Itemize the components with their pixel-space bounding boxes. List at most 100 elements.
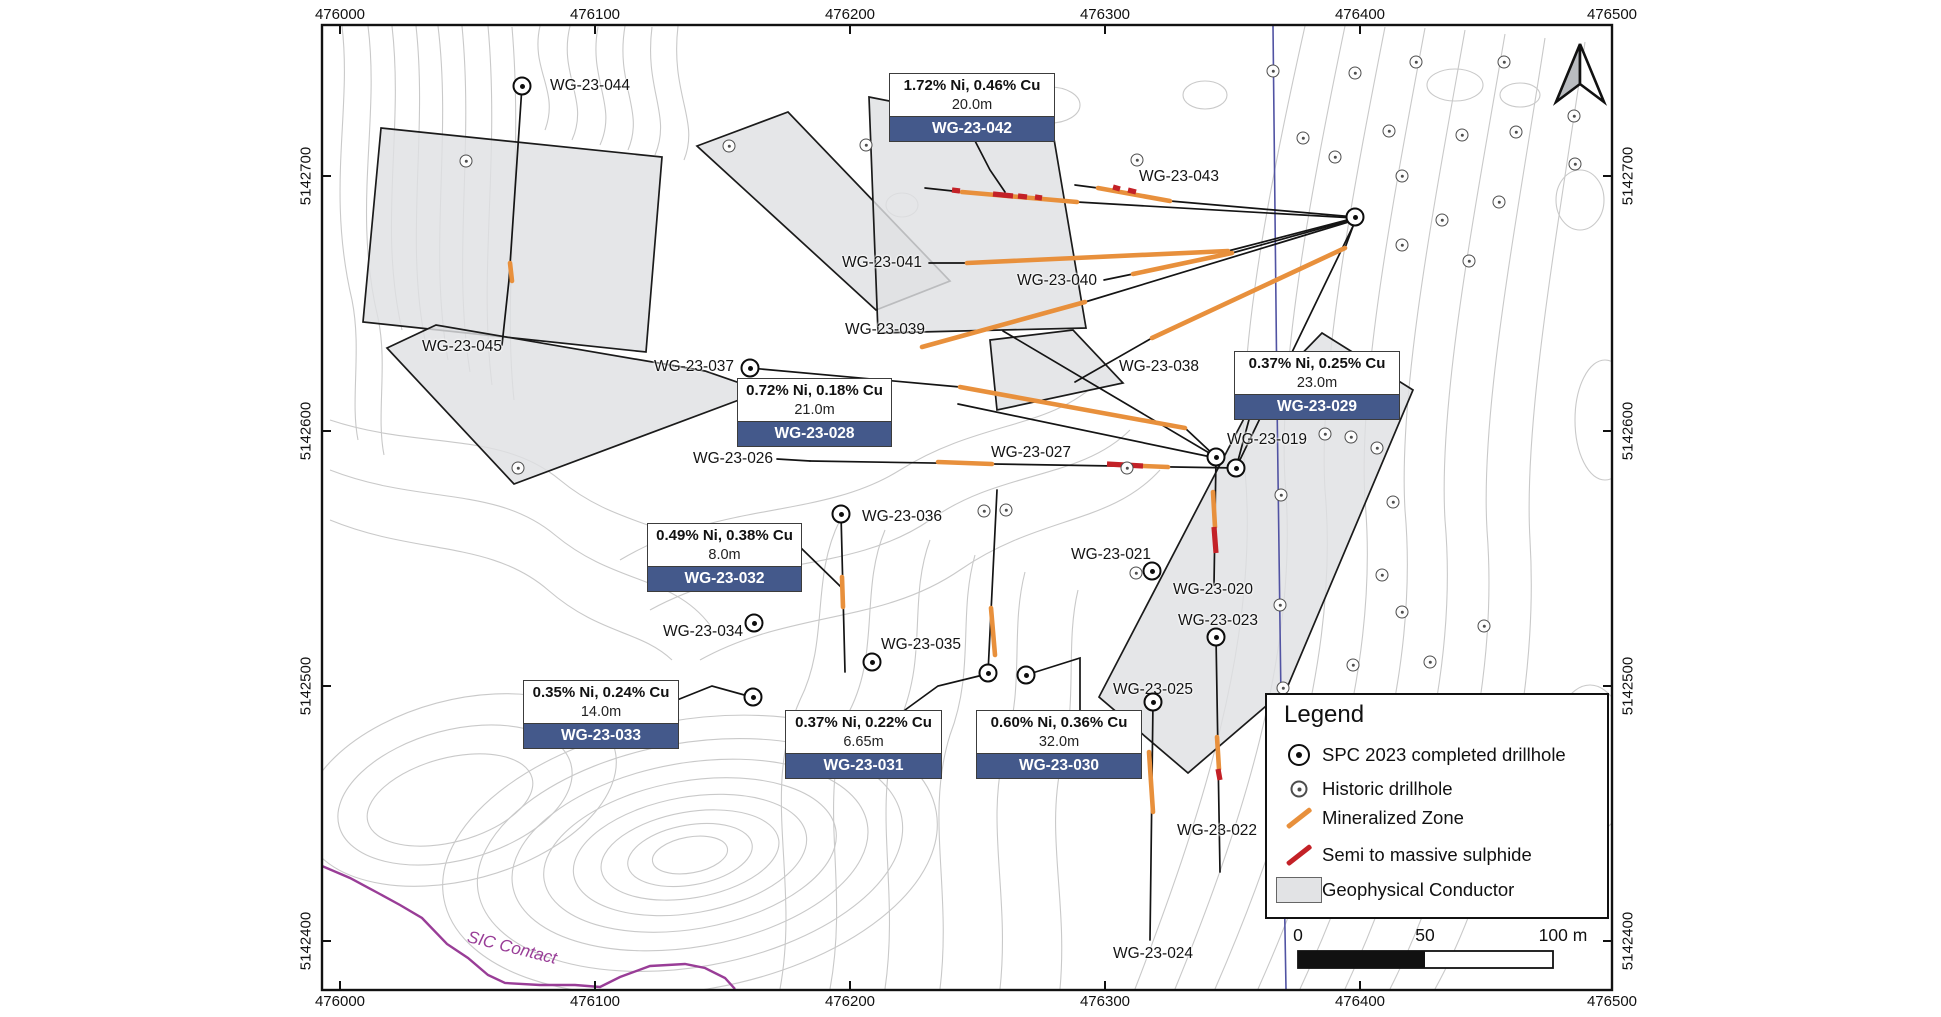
drillhole-label: WG-23-022 xyxy=(1176,822,1258,839)
callout-interval-text: 20.0m xyxy=(951,97,993,113)
drillhole-label: WG-23-026 xyxy=(692,450,774,467)
spc-drillhole-marker xyxy=(743,687,763,707)
callout-hole-name: WG-23-033 xyxy=(524,723,678,748)
callout-interval-text: 6.65m xyxy=(843,734,884,750)
historic-drillhole-marker xyxy=(1375,568,1389,582)
legend-title: Legend xyxy=(1284,701,1365,728)
axis-tick-label: 5142700 xyxy=(1619,146,1637,206)
axis-tick-label: 476400 xyxy=(1334,993,1386,1010)
drillhole-label: WG-23-045 xyxy=(421,338,503,355)
spc-drillhole-marker xyxy=(1226,458,1246,478)
spc-drillhole-marker xyxy=(1206,627,1226,647)
north-arrow-icon xyxy=(1552,43,1608,106)
historic-drillhole-marker xyxy=(1348,66,1362,80)
drillhole-label: WG-23-037 xyxy=(653,358,735,375)
scale-bar-label: 50 xyxy=(1415,925,1435,945)
historic-drillhole-glyph xyxy=(1290,780,1308,798)
callout-hole-name: WG-23-028 xyxy=(738,421,891,446)
axis-tick-marks xyxy=(322,25,1613,990)
drillhole-label: WG-23-040 xyxy=(1016,272,1098,289)
callout-assay-text: 0.35% Ni, 0.24% Cu xyxy=(532,684,670,701)
historic-drillhole-marker xyxy=(999,503,1013,517)
legend-item: Mineralized Zone xyxy=(1267,803,1607,833)
historic-drillhole-marker xyxy=(1382,124,1396,138)
spc-drillhole-marker xyxy=(740,358,760,378)
historic-drillhole-marker xyxy=(1497,55,1511,69)
legend-item: Semi to massive sulphide xyxy=(1267,840,1607,870)
drillhole-label: WG-23-035 xyxy=(880,636,962,653)
spc-drillhole-marker xyxy=(1142,561,1162,581)
spc-drillhole-marker xyxy=(512,76,532,96)
axis-tick-label: 476100 xyxy=(569,993,621,1010)
axis-tick-label: 476500 xyxy=(1586,993,1638,1010)
axis-tick-label: 476300 xyxy=(1079,993,1131,1010)
drillhole-label: WG-23-039 xyxy=(844,321,926,338)
drillhole-label: WG-23-024 xyxy=(1112,945,1194,962)
callout-hole-name: WG-23-031 xyxy=(786,753,941,778)
callout-interval-text: 23.0m xyxy=(1296,375,1338,391)
historic-drillhole-marker xyxy=(1266,64,1280,78)
axis-tick-label: 476500 xyxy=(1586,6,1638,23)
historic-drillhole-marker xyxy=(459,154,473,168)
historic-drillhole-marker xyxy=(1273,598,1287,612)
axis-tick-label: 476100 xyxy=(569,6,621,23)
sulphide-slash-glyph xyxy=(1285,843,1313,867)
conductor-swatch-icon xyxy=(1276,875,1322,905)
legend-item: Geophysical Conductor xyxy=(1267,875,1607,905)
drillhole-label: WG-23-034 xyxy=(662,623,744,640)
callout-assay-text: 0.72% Ni, 0.18% Cu xyxy=(746,382,883,399)
axis-tick-label: 5142400 xyxy=(1619,911,1637,971)
drillhole-label: WG-23-041 xyxy=(841,254,923,271)
spc-drillhole-icon xyxy=(1281,740,1317,770)
spc-drillhole-marker xyxy=(1143,692,1163,712)
historic-drillhole-marker xyxy=(1129,566,1143,580)
callout-assay-text: 1.72% Ni, 0.46% Cu xyxy=(903,77,1041,94)
callout-assay-text: 0.60% Ni, 0.36% Cu xyxy=(990,714,1128,731)
historic-drillhole-marker xyxy=(511,461,525,475)
historic-drillhole-marker xyxy=(1395,605,1409,619)
historic-drillhole-marker xyxy=(1274,488,1288,502)
axis-tick-label: 5142600 xyxy=(297,401,315,461)
drillhole-label: WG-23-044 xyxy=(549,77,631,94)
callout-assay-text: 0.37% Ni, 0.25% Cu xyxy=(1248,355,1386,372)
historic-drillhole-marker xyxy=(859,138,873,152)
drillhole-label: WG-23-020 xyxy=(1172,581,1254,598)
axis-tick-label: 476200 xyxy=(824,6,876,23)
historic-drillhole-marker xyxy=(1409,55,1423,69)
historic-drillhole-marker xyxy=(1370,441,1384,455)
historic-drillhole-marker xyxy=(1567,109,1581,123)
axis-tick-label: 5142500 xyxy=(297,656,315,716)
historic-drillhole-icon xyxy=(1281,774,1317,804)
spc-drillhole-marker xyxy=(744,613,764,633)
callout-interval-text: 8.0m xyxy=(708,547,741,563)
drillhole-label: WG-23-021 xyxy=(1070,546,1152,563)
mineralized-zone-segments xyxy=(507,185,1348,815)
spc-drillhole-marker xyxy=(1345,207,1365,227)
historic-drillhole-marker xyxy=(1120,461,1134,475)
historic-drillhole-marker xyxy=(1455,128,1469,142)
historic-drillhole-marker xyxy=(1386,495,1400,509)
callout-hole-name: WG-23-030 xyxy=(977,753,1141,778)
sulphide-icon xyxy=(1281,840,1317,870)
historic-drillhole-marker xyxy=(1344,430,1358,444)
historic-drillhole-marker xyxy=(722,139,736,153)
spc-drillhole-marker xyxy=(1206,447,1226,467)
callout-assay-text: 0.49% Ni, 0.38% Cu xyxy=(656,527,793,544)
legend-item-label: Geophysical Conductor xyxy=(1322,879,1515,900)
drillhole-label: WG-23-043 xyxy=(1138,168,1220,185)
drillhole-label: WG-23-019 xyxy=(1226,431,1308,448)
legend-item: SPC 2023 completed drillhole xyxy=(1267,740,1607,770)
historic-drillhole-marker xyxy=(1395,169,1409,183)
historic-drillhole-marker xyxy=(1423,655,1437,669)
historic-drillhole-marker xyxy=(1568,157,1582,171)
historic-drillhole-marker xyxy=(1318,427,1332,441)
historic-drillhole-marker xyxy=(1328,150,1342,164)
spc-drillhole-glyph xyxy=(1288,744,1310,766)
